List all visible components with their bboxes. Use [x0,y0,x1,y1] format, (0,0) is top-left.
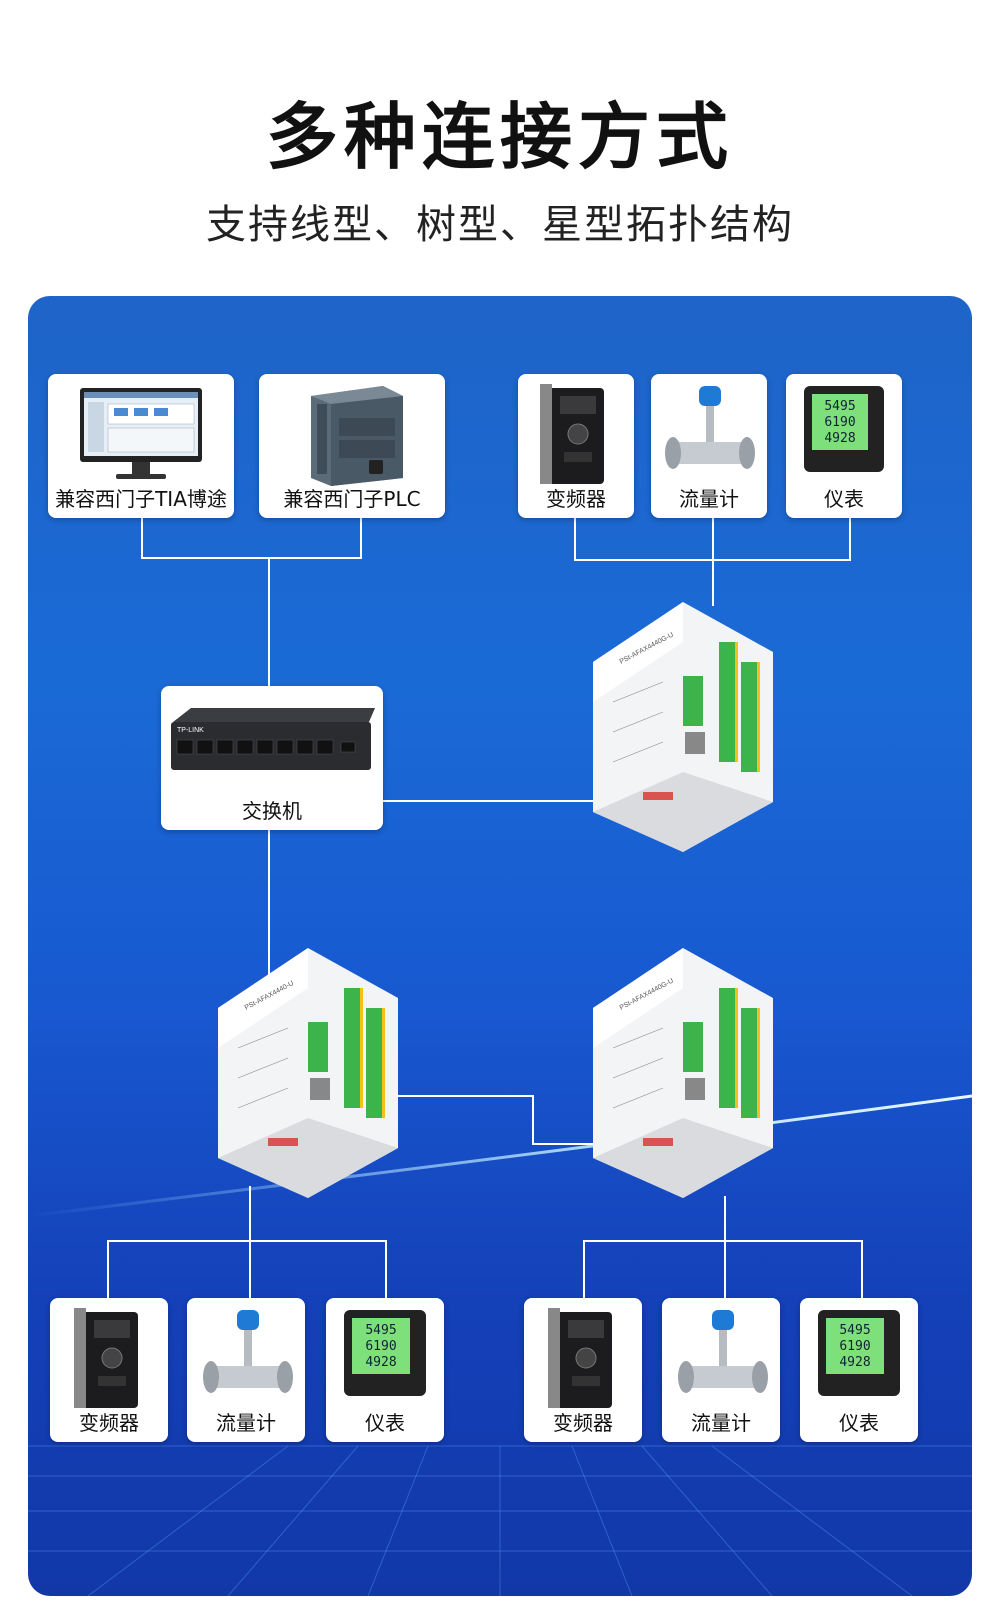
topology-panel: 兼容西门子TIA博途 兼容西门子PLC 变频器 [28,296,972,1596]
meter-reading-3: 4928 [839,1355,870,1370]
grid-floor [28,1445,972,1596]
br-meter-label: 仪表 [839,1411,879,1435]
vfd-icon [74,1308,138,1408]
connection-lines [28,516,972,1596]
plc-card: 兼容西门子PLC [259,374,445,518]
top-meter-label: 仪表 [824,487,864,511]
power-meter-icon: 5495 6190 4928 [818,1310,900,1396]
switch-brand: TP-LINK [177,727,204,734]
bl-vfd-label: 变频器 [79,1411,139,1435]
wire-left-devices [107,1240,387,1298]
br-flowmeter-card: 流量计 [662,1298,780,1442]
switch-label: 交换机 [242,799,302,823]
wire-pc-plc [141,516,362,559]
top-flowmeter-card: 流量计 [651,374,767,518]
br-flowmeter-label: 流量计 [691,1411,751,1435]
meter-reading-3: 4928 [824,431,855,446]
power-meter-icon: 5495 6190 4928 [804,386,884,472]
plc-label: 兼容西门子PLC [283,487,421,511]
meter-reading-1: 5495 [824,399,855,414]
flowmeter-icon [665,386,755,469]
meter-reading-2: 6190 [824,415,855,430]
meter-reading-1: 5495 [839,1323,870,1338]
bl-vfd-card: 变频器 [50,1298,168,1442]
bl-meter-card: 5495 6190 4928 仪表 [326,1298,444,1442]
flowmeter-icon [203,1310,293,1393]
br-vfd-label: 变频器 [553,1411,613,1435]
top-meter-card: 5495 6190 4928 仪表 [786,374,902,518]
switch-card: TP-LINK 交换机 [161,686,383,830]
page-title: 多种连接方式 [265,95,734,179]
vfd-icon [540,384,604,484]
page-subtitle: 支持线型、树型、星型拓扑结构 [206,202,794,248]
tia-portal-label: 兼容西门子TIA博途 [55,487,227,511]
wire-module-chain [378,1095,628,1145]
io-module-left: PSt-AFAX4440-U [218,948,398,1198]
br-meter-card: 5495 6190 4928 仪表 [800,1298,918,1442]
io-module-right: PSt-AFAX4440G-U [593,948,773,1198]
meter-reading-2: 6190 [365,1339,396,1354]
network-switch-icon: TP-LINK [171,708,375,770]
meter-reading-3: 4928 [365,1355,396,1370]
bl-flowmeter-label: 流量计 [216,1411,276,1435]
power-meter-icon: 5495 6190 4928 [344,1310,426,1396]
meter-reading-1: 5495 [365,1323,396,1338]
top-vfd-card: 变频器 [518,374,634,518]
meter-reading-2: 6190 [839,1339,870,1354]
wire-right-devices [583,1240,863,1298]
monitor-icon [80,388,202,479]
tia-portal-card: 兼容西门子TIA博途 [48,374,234,518]
io-module-top: PSt-AFAX4440G-U [593,602,773,852]
top-vfd-label: 变频器 [546,487,606,511]
bl-meter-label: 仪表 [365,1411,405,1435]
vfd-icon [548,1308,612,1408]
br-vfd-card: 变频器 [524,1298,642,1442]
top-flowmeter-label: 流量计 [679,487,739,511]
bl-flowmeter-card: 流量计 [187,1298,305,1442]
light-streak [28,1094,972,1218]
flowmeter-icon [678,1310,768,1393]
plc-icon [311,386,403,486]
